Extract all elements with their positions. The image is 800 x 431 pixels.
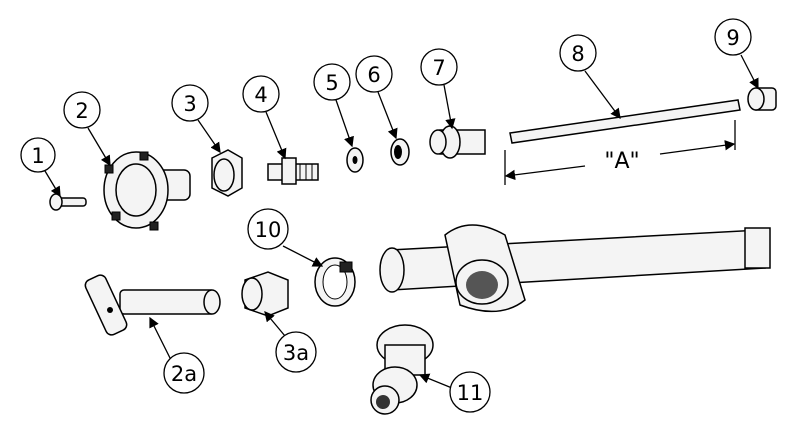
callout-1: 1 xyxy=(20,137,56,173)
svg-text:2: 2 xyxy=(75,99,88,123)
svg-text:10: 10 xyxy=(255,218,282,242)
part-2a-key xyxy=(84,274,221,336)
callout-2: 2 xyxy=(63,91,101,129)
dimension-a: "A" xyxy=(504,120,736,185)
callout-2a: 2a xyxy=(163,352,205,394)
part-11-vacuum-breaker xyxy=(370,324,434,415)
callout-11: 11 xyxy=(449,371,491,413)
svg-text:3: 3 xyxy=(183,92,196,116)
svg-text:4: 4 xyxy=(254,83,267,107)
svg-text:5: 5 xyxy=(325,71,338,95)
callout-7: 7 xyxy=(420,48,458,86)
callout-9: 9 xyxy=(714,18,752,56)
svg-text:3a: 3a xyxy=(283,341,309,365)
callout-3: 3 xyxy=(171,84,209,122)
svg-text:7: 7 xyxy=(432,56,445,80)
leader-lines xyxy=(44,54,759,389)
part-2-handle xyxy=(103,151,191,231)
part-4-stem xyxy=(267,157,319,185)
dimension-a-label: "A" xyxy=(604,149,639,174)
part-3-packing-nut xyxy=(211,149,243,197)
callout-8: 8 xyxy=(559,34,597,72)
part-7-plunger xyxy=(429,125,486,159)
part-10-clamp xyxy=(314,257,356,307)
part-9-end-fitting xyxy=(747,87,777,111)
callout-6: 6 xyxy=(355,55,393,93)
callout-3a: 3a xyxy=(275,331,317,373)
svg-text:9: 9 xyxy=(726,26,739,50)
svg-text:1: 1 xyxy=(31,144,44,168)
svg-text:8: 8 xyxy=(571,42,584,66)
part-1-pin xyxy=(49,193,87,211)
part-5-washer xyxy=(346,147,364,173)
svg-text:2a: 2a xyxy=(171,362,197,386)
part-body-hydrant xyxy=(379,224,771,313)
part-3a-nut xyxy=(241,271,289,317)
svg-text:11: 11 xyxy=(457,381,484,405)
part-6-seat-washer xyxy=(390,138,410,166)
callout-5: 5 xyxy=(313,63,351,101)
callout-10: 10 xyxy=(247,208,289,250)
part-8-rod xyxy=(509,99,741,144)
svg-text:6: 6 xyxy=(367,63,380,87)
callout-4: 4 xyxy=(242,75,280,113)
